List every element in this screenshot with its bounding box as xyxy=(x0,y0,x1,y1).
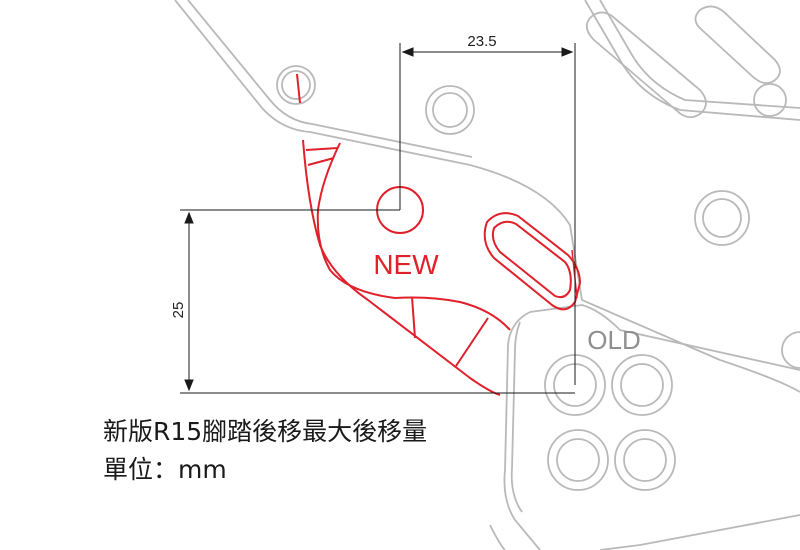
old-bracket-top-slot xyxy=(585,11,707,119)
old-bracket-top-slot-2 xyxy=(694,5,781,85)
old-hole-cluster-4 xyxy=(614,429,676,491)
old-hole-cluster-3-inner xyxy=(556,438,600,482)
old-hole-right-inner xyxy=(702,198,742,238)
caption-unit: 單位：mm xyxy=(103,455,227,484)
label-new: NEW xyxy=(373,249,439,280)
old-hole-mid xyxy=(425,85,475,135)
old-hole-top-left xyxy=(276,65,316,105)
new-bracket-slot xyxy=(483,212,582,311)
dimensions xyxy=(180,43,576,394)
old-hole-top-left-inner xyxy=(281,70,311,100)
old-bracket-upper-arm-inner xyxy=(187,0,473,158)
dim-v-arrow-bottom xyxy=(184,379,194,392)
old-bracket-upper-arm xyxy=(174,0,800,393)
old-hole-cluster-2-inner xyxy=(620,363,664,407)
old-hole-cluster-3 xyxy=(547,429,609,491)
dim-v-arrow-top xyxy=(184,211,194,224)
old-hole-far-right xyxy=(781,331,800,369)
new-bracket-outer-edge xyxy=(302,139,501,396)
dim-h-arrow-left xyxy=(401,47,414,57)
caption-title: 新版R15腳踏後移最大後移量 xyxy=(103,417,428,446)
old-bracket xyxy=(174,0,800,550)
dim-vertical-value: 25 xyxy=(170,302,187,319)
old-bracket-top-right-inner xyxy=(599,0,800,109)
new-mark-top-left xyxy=(296,73,301,104)
new-bracket-top-rib xyxy=(305,147,339,166)
new-bracket-slot-inner xyxy=(491,220,572,299)
old-hole-right xyxy=(694,190,750,246)
dim-horizontal-value: 23.5 xyxy=(467,33,496,50)
old-hole-mid-inner xyxy=(432,92,468,128)
new-bracket xyxy=(302,139,582,396)
new-bracket-rib-1 xyxy=(411,296,416,339)
old-bracket-lower-plate-inner xyxy=(510,321,523,513)
new-bracket-rib-2 xyxy=(455,317,489,367)
old-hole-cluster-4-inner xyxy=(623,438,667,482)
old-hole-top-right xyxy=(753,83,787,117)
dim-h-arrow-right xyxy=(561,47,574,57)
label-old: OLD xyxy=(587,325,640,355)
new-bracket-inner-edge xyxy=(316,142,511,331)
old-bracket-lower-plate xyxy=(503,304,800,550)
old-hole-cluster-2 xyxy=(611,354,673,416)
old-bracket-bottom-edge xyxy=(489,524,506,550)
